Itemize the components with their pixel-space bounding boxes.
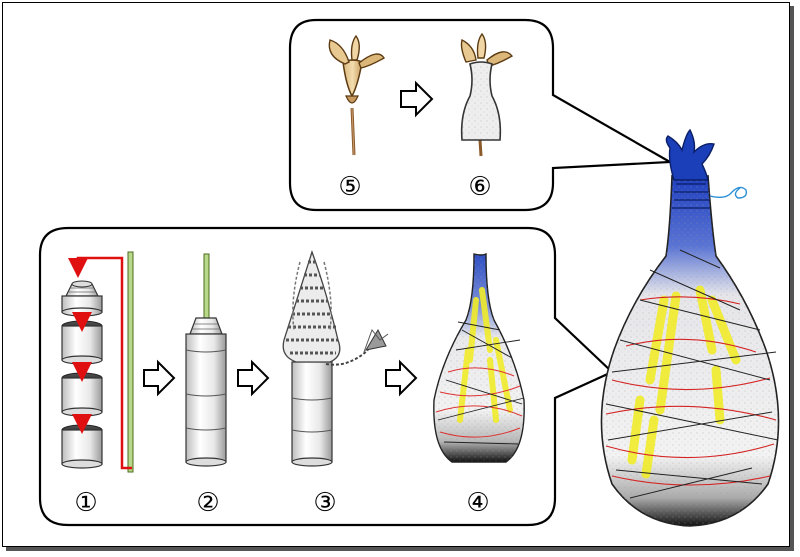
covered-flower-icon [460, 32, 514, 157]
arrow-right-icon [237, 359, 270, 397]
arrow-right-icon [385, 359, 418, 397]
small-vase [433, 252, 525, 463]
step-label-4: ④ [466, 488, 490, 518]
arrow-right-icon [400, 80, 434, 118]
arrow-right-icon [143, 359, 176, 397]
step2-assembled [185, 253, 227, 467]
step3-wrapped [282, 249, 389, 467]
flower-bud-icon [328, 34, 385, 156]
step-label-2: ② [196, 488, 220, 518]
large-vase [600, 128, 780, 527]
step-label-5: ⑤ [338, 172, 362, 202]
step1-parts [61, 251, 134, 473]
step-label-3: ③ [313, 488, 337, 518]
step-label-6: ⑥ [468, 172, 492, 202]
step-label-1: ① [74, 488, 98, 518]
